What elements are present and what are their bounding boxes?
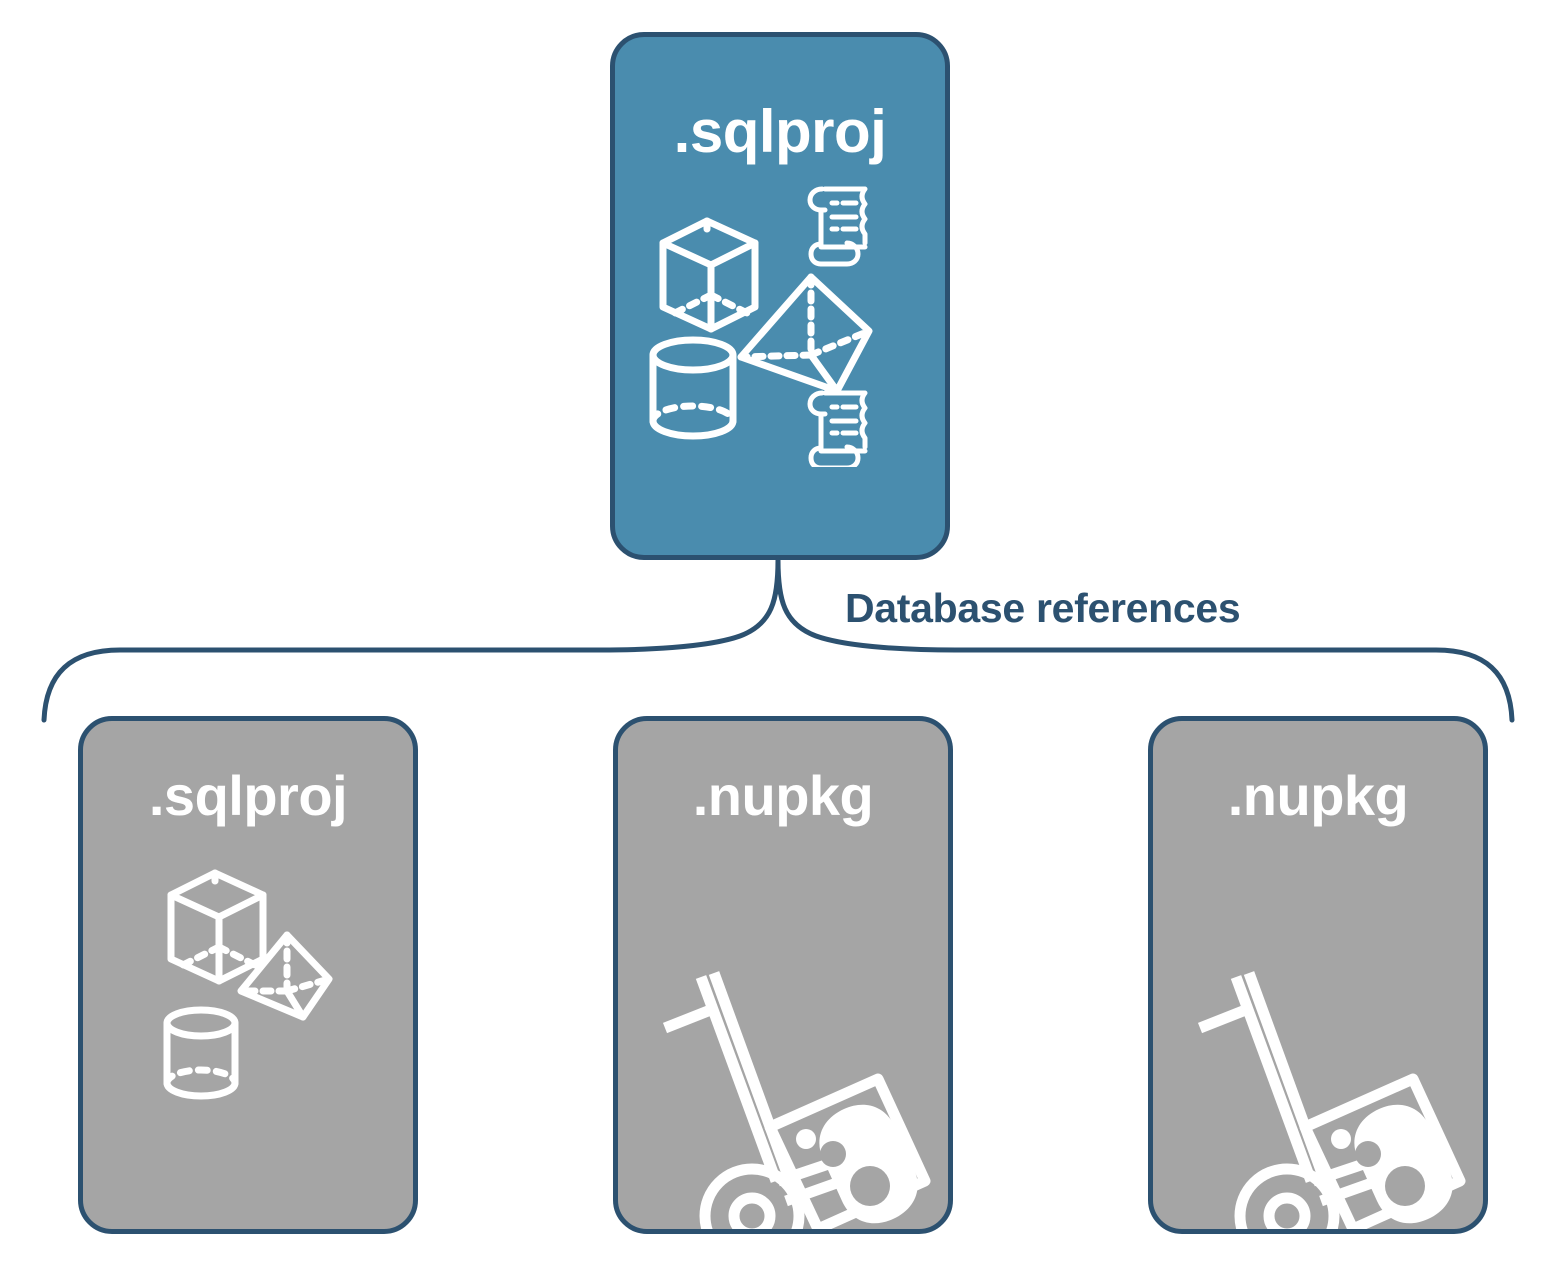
node-reference-label: .nupkg: [1227, 764, 1409, 827]
nuget-package-holes: [1355, 1141, 1425, 1206]
node-reference-icon-group: [1153, 851, 1483, 1229]
database-references-bracket: [41, 557, 1515, 723]
bracket-label: Database references: [845, 585, 1241, 631]
pyramid-wireframe-icon: [237, 931, 333, 1021]
cylinder-wireframe-icon: [649, 336, 737, 440]
pyramid-wireframe-icon: [737, 273, 873, 395]
node-reference-nupkg-2[interactable]: .nupkg: [1148, 716, 1488, 1234]
script-scroll-icon: [807, 390, 868, 471]
node-reference-sqlproj[interactable]: .sqlproj: [78, 716, 418, 1234]
node-root-icon-group: [615, 177, 945, 471]
cube-wireframe-icon: [167, 869, 267, 985]
cylinder-wireframe-icon: [163, 1006, 239, 1100]
cube-wireframe-icon: [659, 217, 759, 333]
nuget-package-glyph: [1331, 1104, 1453, 1224]
node-root-sqlproj[interactable]: .sqlproj: [610, 32, 950, 560]
hand-truck-wheel: [1234, 1163, 1340, 1229]
nuget-package-glyph: [796, 1104, 918, 1224]
node-reference-nupkg-1[interactable]: .nupkg: [613, 716, 953, 1234]
node-reference-label: .nupkg: [692, 764, 874, 827]
node-reference-label: .sqlproj: [148, 764, 348, 827]
node-root-label: .sqlproj: [673, 98, 887, 165]
node-reference-icon-group: [618, 851, 948, 1229]
script-scroll-icon: [807, 186, 868, 267]
nuget-package-holes: [820, 1141, 890, 1206]
hand-truck-wheel: [699, 1163, 805, 1229]
node-reference-icon-group: [83, 851, 413, 1229]
